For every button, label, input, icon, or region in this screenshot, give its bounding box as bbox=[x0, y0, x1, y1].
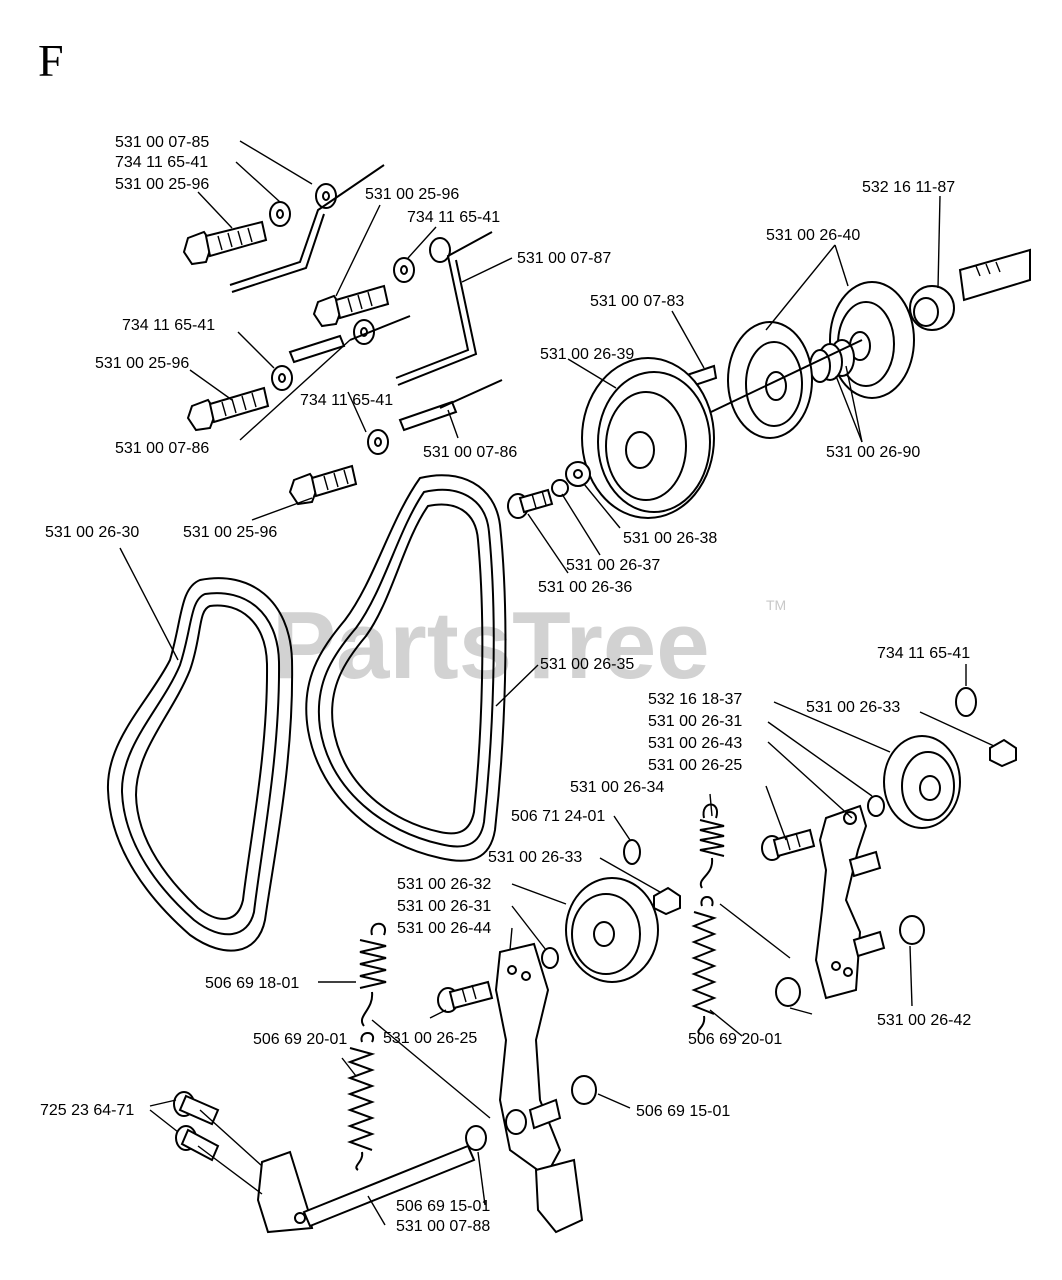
shaft bbox=[958, 248, 1031, 302]
bolt-3 bbox=[186, 386, 270, 432]
callout-label: 531 00 07-87 bbox=[517, 250, 611, 267]
section-letter: F bbox=[38, 35, 64, 86]
idler-arm-531-00-26-43 bbox=[814, 804, 868, 1000]
callout-labels: 531 00 07-85 734 11 65-41 531 00 25-96 5… bbox=[40, 134, 971, 1235]
bolt-725-23-64-71-b bbox=[175, 1125, 220, 1162]
rod-531-00-07-88 bbox=[302, 1144, 476, 1228]
callout-label: 531 00 26-38 bbox=[623, 530, 717, 547]
belt-531-00-26-35 bbox=[305, 474, 507, 862]
nut-531-00-26-33 bbox=[989, 738, 1017, 768]
callout-label: 531 00 26-36 bbox=[538, 579, 632, 596]
leader-lines bbox=[119, 140, 995, 1226]
pin-2 bbox=[398, 400, 458, 432]
spacer-531-00-26-31 bbox=[867, 795, 885, 817]
watermark: PartsTree TM bbox=[272, 592, 786, 699]
pedal-plate bbox=[534, 1158, 584, 1234]
callout-label: 531 00 26-32 bbox=[397, 876, 491, 893]
callout-label: 531 00 26-25 bbox=[383, 1030, 477, 1047]
callout-label: 532 16 18-37 bbox=[648, 691, 742, 708]
spacer-531-00-26-31-left bbox=[541, 947, 559, 969]
callout-label: 531 00 07-88 bbox=[396, 1218, 490, 1235]
callout-label: 531 00 26-31 bbox=[648, 713, 742, 730]
callout-label: 531 00 26-34 bbox=[570, 779, 664, 796]
callout-label: 531 00 25-96 bbox=[365, 186, 459, 203]
bracket bbox=[256, 1150, 314, 1234]
callout-label: 531 00 07-86 bbox=[423, 444, 517, 461]
callout-label: 506 69 20-01 bbox=[688, 1031, 782, 1048]
spring-506-69-18-01 bbox=[359, 922, 387, 1027]
right-idler-assembly bbox=[761, 687, 1017, 1007]
rod-531-00-07-85 bbox=[229, 164, 385, 286]
callout-label: 531 00 07-83 bbox=[590, 293, 684, 310]
lockwasher-531-00-26-37 bbox=[551, 479, 569, 497]
callout-label: 734 11 65-41 bbox=[407, 209, 500, 226]
bolt-2 bbox=[312, 284, 390, 328]
callout-label: 531 00 07-86 bbox=[115, 440, 209, 457]
bolt-4 bbox=[288, 464, 358, 506]
washer-734-11-65-41 bbox=[955, 687, 977, 717]
callout-label: 532 16 11-87 bbox=[862, 179, 955, 196]
callout-label: 734 11 65-41 bbox=[122, 317, 215, 334]
callout-label: 531 00 26-33 bbox=[806, 699, 900, 716]
callout-label: 506 69 15-01 bbox=[636, 1103, 730, 1120]
callout-label: 531 00 26-42 bbox=[877, 1012, 971, 1029]
callout-label: 531 00 26-40 bbox=[766, 227, 860, 244]
bushing-531-00-26-42 bbox=[899, 915, 925, 945]
bolt-1 bbox=[182, 220, 268, 266]
callout-label: 531 00 26-43 bbox=[648, 735, 742, 752]
callout-label: 531 00 26-37 bbox=[566, 557, 660, 574]
bolt-531-00-26-25-left bbox=[437, 980, 494, 1013]
spring-531-00-26-34 bbox=[699, 803, 725, 889]
callout-label: 734 11 65-41 bbox=[115, 154, 208, 171]
callout-label: 531 00 26-30 bbox=[45, 524, 139, 541]
pin-1 bbox=[288, 334, 346, 364]
bracket-and-rod bbox=[173, 1091, 476, 1234]
callout-label: 531 00 25-96 bbox=[95, 355, 189, 372]
washer-506-71-24-01 bbox=[623, 839, 641, 865]
rod-531-00-07-87 bbox=[395, 231, 493, 379]
callout-label: 734 11 65-41 bbox=[300, 392, 393, 409]
main-pulley-assembly bbox=[507, 248, 1031, 519]
callout-label: 531 00 26-90 bbox=[826, 444, 920, 461]
spring-506-69-20-01-right bbox=[691, 896, 718, 1035]
bolt-531-00-26-25-right bbox=[761, 828, 816, 861]
callout-label: 531 00 25-96 bbox=[115, 176, 209, 193]
bolt-531-00-26-36 bbox=[507, 488, 554, 519]
callout-label: 531 00 26-44 bbox=[397, 920, 491, 937]
watermark-text: PartsTree bbox=[272, 592, 710, 699]
watermark-trademark: TM bbox=[766, 597, 786, 613]
callout-label: 531 00 26-39 bbox=[540, 346, 634, 363]
callout-label: 531 00 26-35 bbox=[540, 656, 634, 673]
spring-506-69-20-01-left bbox=[347, 1032, 376, 1171]
belt-531-00-26-30 bbox=[106, 577, 294, 952]
callout-label: 531 00 26-33 bbox=[488, 849, 582, 866]
callout-label: 531 00 26-25 bbox=[648, 757, 742, 774]
callout-label: 734 11 65-41 bbox=[877, 645, 970, 662]
left-idler-assembly bbox=[437, 839, 681, 1234]
callout-label: 506 69 15-01 bbox=[396, 1198, 490, 1215]
bolt-725-23-64-71-a bbox=[173, 1091, 220, 1126]
callout-label: 531 00 26-31 bbox=[397, 898, 491, 915]
callout-label: 725 23 64-71 bbox=[40, 1102, 134, 1119]
callout-label: 506 69 18-01 bbox=[205, 975, 299, 992]
callout-label: 531 00 07-85 bbox=[115, 134, 209, 151]
nut-531-00-26-33-left bbox=[653, 886, 681, 916]
bushing-506-69-15-01 bbox=[571, 1075, 597, 1105]
top-left-hardware bbox=[182, 164, 503, 506]
callout-label: 506 71 24-01 bbox=[511, 808, 605, 825]
callout-label: 506 69 20-01 bbox=[253, 1031, 347, 1048]
bushing-506-69-15-01-b bbox=[465, 1125, 487, 1151]
callout-label: 531 00 25-96 bbox=[183, 524, 277, 541]
